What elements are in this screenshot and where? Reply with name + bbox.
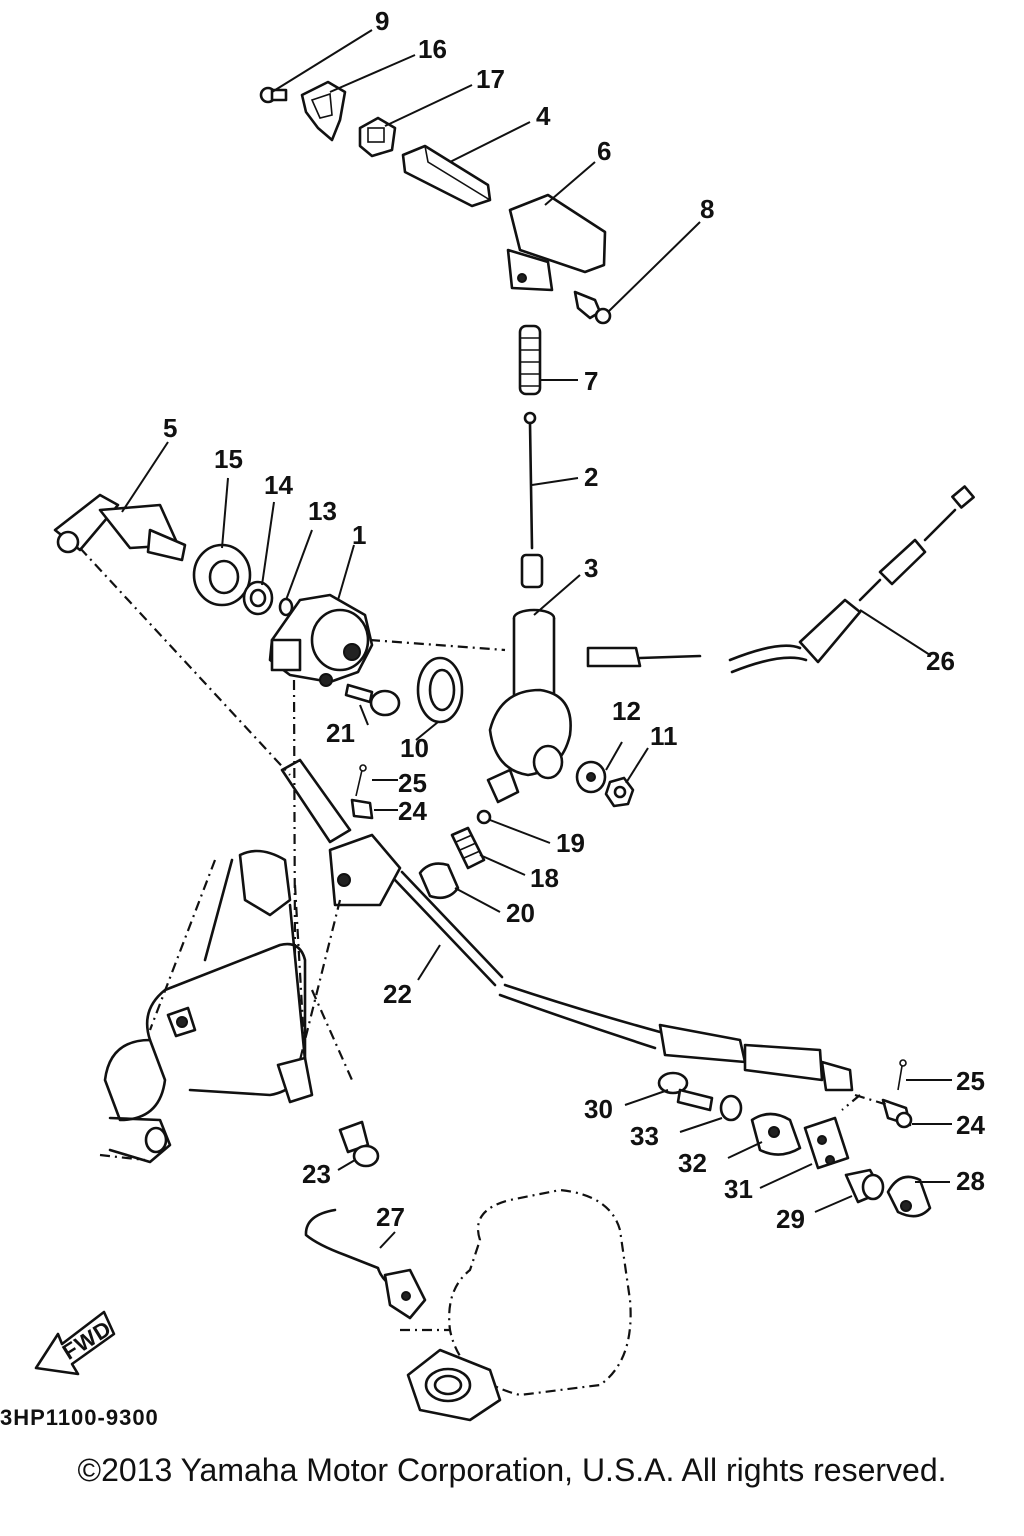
callout-30: 30 [584,1094,613,1124]
leader-lines [121,29,952,1249]
frame-outline [99,849,354,1164]
part-28-holder [886,1175,932,1218]
callout-28: 28 [956,1166,985,1196]
part-25-cotter-pin-right [897,1059,907,1091]
part-27-link-rod [304,1208,427,1320]
callout-32: 32 [678,1148,707,1178]
callout-1: 1 [352,520,366,550]
callout-24-upper: 24 [398,796,427,826]
callout-21: 21 [326,718,355,748]
callout-14: 14 [264,470,293,500]
assembly-line-a [79,547,291,776]
part-10-seal [416,656,464,724]
callout-3: 3 [584,553,598,583]
part-26-shift-cable [586,485,975,674]
callout-11: 11 [650,721,678,751]
callout-25-upper: 25 [398,768,427,798]
part-3-shift-shaft [486,608,572,804]
part-4-insert [401,144,492,208]
part-32-collar [750,1112,802,1156]
part-33-washer [719,1094,743,1122]
part-20-collar [418,862,460,900]
part-1-shift-lever-body [268,593,374,687]
assembly-line-c [369,638,506,652]
part-15-seal [192,543,252,607]
callout-18: 18 [530,863,559,893]
copyright-notice: ©2013 Yamaha Motor Corporation, U.S.A. A… [77,1452,947,1488]
part-31-plate [803,1116,850,1170]
part-29-bushing [844,1168,885,1204]
assembly-line-f [854,1093,889,1107]
callout-17: 17 [476,64,505,94]
part-21-bolt [344,683,401,717]
callout-25-lower: 25 [956,1066,985,1096]
part-9-bolt [259,86,288,104]
engine-case-outline [400,1188,632,1422]
fwd-arrow-icon: FWD [34,1310,116,1376]
callout-16: 16 [418,34,447,64]
part-16-bracket [300,80,347,142]
callout-2: 2 [584,462,598,492]
part-7-spring [518,324,542,396]
callout-23: 23 [302,1159,331,1189]
callout-24-lower: 24 [956,1110,985,1140]
callout-9: 9 [375,6,389,36]
callout-29: 29 [776,1204,805,1234]
callout-13: 13 [308,496,337,526]
callout-4: 4 [536,101,551,131]
part-22-lower-cable [498,983,854,1092]
part-30-bolt [657,1071,714,1112]
callout-7: 7 [584,366,598,396]
callout-31: 31 [724,1174,753,1204]
callout-6: 6 [597,136,611,166]
diagram-code: 3HP1100-9300 [0,1405,159,1430]
part-17-clip [358,116,397,158]
part-6-handle-grip [506,193,607,292]
part-24-pin-right [881,1098,913,1129]
callout-20: 20 [506,898,535,928]
assembly-line-b [292,679,297,956]
callout-15: 15 [214,444,243,474]
part-8-screw [573,290,612,325]
callout-19: 19 [556,828,585,858]
callout-10: 10 [400,733,429,763]
callout-26: 26 [926,646,955,676]
part-23-bolt [338,1120,380,1168]
part-18-spring [450,826,486,870]
part-11-nut [604,776,635,808]
fwd-label: FWD [58,1315,116,1364]
part-5-shift-pedal-shaft [53,493,187,562]
part-12-washer [575,760,607,794]
callout-27: 27 [376,1202,405,1232]
callout-8: 8 [700,194,714,224]
callout-33: 33 [630,1121,659,1151]
part-22-shift-rod [280,758,504,987]
part-19-ball [476,809,492,825]
callout-22: 22 [383,979,412,1009]
part-14-washer [242,580,274,616]
callout-5: 5 [163,413,177,443]
callout-12: 12 [612,696,641,726]
part-25-cotter-pin [355,764,367,797]
assembly-line-e [841,1094,861,1111]
assembly-line-d [298,899,342,1061]
part-2-shift-rod [520,411,544,589]
part-24-pin [350,798,374,820]
